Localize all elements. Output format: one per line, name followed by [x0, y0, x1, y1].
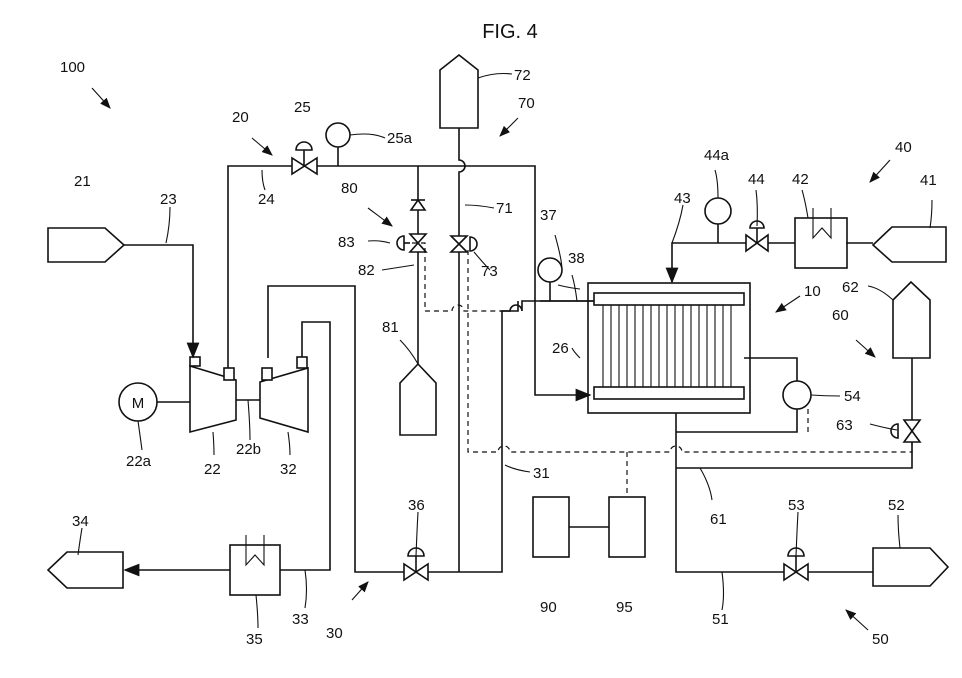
label-82: 82 [358, 262, 375, 279]
label-31: 31 [533, 465, 550, 482]
label-71: 71 [496, 200, 513, 217]
sensor-25a [326, 123, 350, 147]
leader-lines [78, 74, 932, 629]
label-41: 41 [920, 172, 937, 189]
label-61: 61 [710, 511, 727, 528]
label-37: 37 [540, 207, 557, 224]
label-38: 38 [568, 250, 585, 267]
label-50: 50 [872, 631, 889, 648]
label-53: 53 [788, 497, 805, 514]
label-25a: 25a [387, 130, 413, 147]
label-73: 73 [481, 263, 498, 280]
figure-title: FIG. 4 [482, 21, 538, 43]
label-70: 70 [518, 95, 535, 112]
label-23: 23 [160, 191, 177, 208]
label-34: 34 [72, 513, 89, 530]
sensor-54 [783, 381, 811, 409]
pointer-arrows [92, 88, 890, 630]
controller-95 [609, 497, 645, 557]
label-22a: 22a [126, 453, 152, 470]
check-valve [411, 200, 425, 234]
fuel-cell-stack [588, 283, 750, 413]
label-25: 25 [294, 99, 311, 116]
label-83: 83 [338, 234, 355, 251]
label-36: 36 [408, 497, 425, 514]
label-21: 21 [74, 173, 91, 190]
label-32: 32 [280, 461, 297, 478]
heater-42 [795, 208, 847, 268]
tank-72 [440, 55, 478, 128]
reference-labels: 100 20 25 25a 72 70 80 71 24 21 23 83 82… [60, 59, 937, 648]
label-100: 100 [60, 59, 85, 76]
label-24: 24 [258, 191, 275, 208]
label-22: 22 [204, 461, 221, 478]
label-54: 54 [844, 388, 861, 405]
sensor-37 [538, 258, 562, 282]
supply-52 [873, 548, 948, 586]
supply-41 [873, 227, 946, 262]
label-20: 20 [232, 109, 249, 126]
label-22b: 22b [236, 441, 261, 458]
label-95: 95 [616, 599, 633, 616]
label-35: 35 [246, 631, 263, 648]
label-60: 60 [832, 307, 849, 324]
label-44: 44 [748, 171, 765, 188]
label-62: 62 [842, 279, 859, 296]
label-80: 80 [341, 180, 358, 197]
label-44a: 44a [704, 147, 730, 164]
label-72: 72 [514, 67, 531, 84]
sensor-44a [705, 198, 731, 224]
label-51: 51 [712, 611, 729, 628]
label-10: 10 [804, 283, 821, 300]
supply-21 [48, 228, 124, 262]
label-26: 26 [552, 340, 569, 357]
motor-label: M [132, 395, 145, 412]
valve-63 [891, 420, 920, 442]
label-42: 42 [792, 171, 809, 188]
label-52: 52 [888, 497, 905, 514]
label-33: 33 [292, 611, 309, 628]
label-30: 30 [326, 625, 343, 642]
controller-90 [533, 497, 569, 557]
label-90: 90 [540, 599, 557, 616]
tank-62 [893, 282, 930, 358]
outlet-34 [48, 552, 123, 588]
label-43: 43 [674, 190, 691, 207]
label-81: 81 [382, 319, 399, 336]
valve-25 [292, 142, 317, 174]
tank-81 [400, 364, 436, 435]
label-40: 40 [895, 139, 912, 156]
heater-35 [230, 535, 280, 595]
valve-73 [451, 236, 477, 252]
label-63: 63 [836, 417, 853, 434]
